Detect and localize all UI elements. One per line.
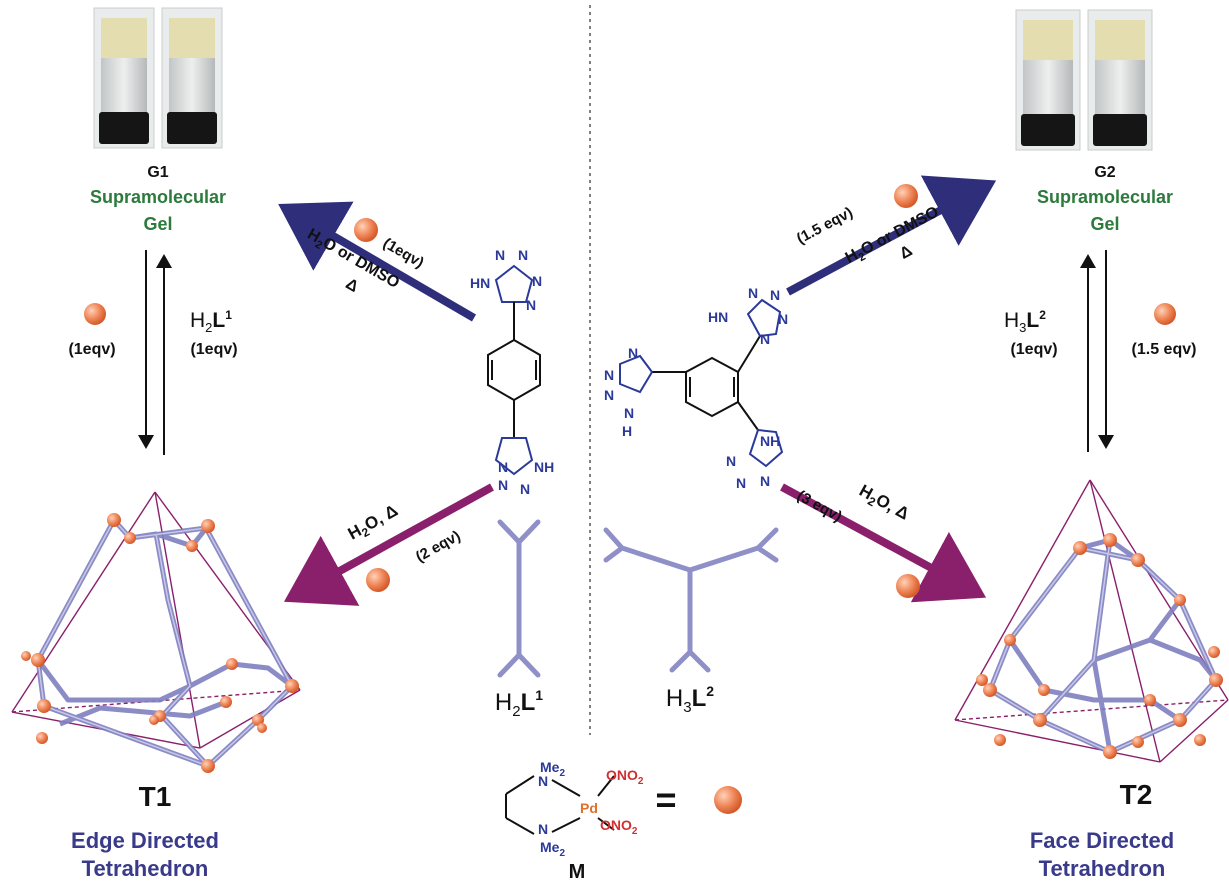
svg-text:N: N [760, 473, 770, 489]
ligand-l1-structure [487, 264, 541, 476]
right-eq-ligand-amount: (1eqv) [1010, 341, 1057, 358]
pd-ball-icon [894, 184, 918, 208]
left-eq-ligand: H2L1 [190, 308, 232, 335]
svg-text:N: N [498, 459, 508, 475]
g2-label: G2 [1094, 164, 1115, 181]
ligand-l2-cartoon [603, 527, 779, 673]
svg-text:N: N [518, 247, 528, 263]
pd-ball-icon [714, 786, 742, 814]
g1-label: G1 [147, 164, 168, 181]
arrow-to-g1-labels: (1eqv) H2O or DMSO Δ [304, 226, 426, 296]
svg-text:N: N [624, 405, 634, 421]
svg-text:N: N [498, 477, 508, 493]
arrow-to-g2 [786, 175, 997, 296]
vial-icon [1093, 20, 1147, 146]
left-equilibrium-arrows [138, 250, 172, 455]
svg-text:Δ: Δ [343, 276, 361, 296]
svg-text:HN: HN [470, 275, 490, 291]
svg-text:Pd: Pd [580, 800, 598, 816]
svg-text:ONO2: ONO2 [600, 817, 638, 837]
svg-text:N: N [770, 287, 780, 303]
ligand-l1-atoms: N N N N HN N NH N N [470, 247, 554, 497]
svg-text:NH: NH [534, 459, 554, 475]
vial-icon [99, 18, 149, 144]
svg-text:Δ: Δ [897, 242, 915, 262]
svg-text:H2O or DMSO: H2O or DMSO [843, 204, 943, 270]
svg-text:NH: NH [760, 433, 780, 449]
t1-cage-model [11, 491, 301, 773]
g2-name-line2: Gel [1090, 214, 1119, 234]
gel-photo-g2 [1015, 9, 1153, 151]
svg-text:Me2: Me2 [540, 839, 565, 859]
left-eq-ligand-amount: (1eqv) [190, 341, 237, 358]
g1-name-line2: Gel [143, 214, 172, 234]
pd-ball-icon [84, 303, 106, 325]
svg-text:N: N [604, 367, 614, 383]
right-eq-ligand: H3L2 [1004, 308, 1046, 335]
pd-ball-icon [354, 218, 378, 242]
t1-name-line2: Tetrahedron [82, 856, 209, 881]
g2-name-line1: Supramolecular [1037, 187, 1173, 207]
svg-text:Me2: Me2 [540, 759, 565, 779]
vial-icon [167, 18, 217, 144]
pd-ball-icon [896, 574, 920, 598]
svg-text:N: N [726, 453, 736, 469]
vial-icon [1021, 20, 1075, 146]
ligand-l1-label: H2L1 [495, 687, 543, 720]
gel-photo-g1 [93, 7, 223, 149]
complex-equals: = [655, 779, 676, 820]
arrow-to-g1 [278, 201, 477, 322]
t1-name-line1: Edge Directed [71, 828, 219, 853]
pd-complex-atoms: Me2 N Pd N Me2 ONO2 ONO2 [538, 759, 644, 859]
svg-text:N: N [748, 285, 758, 301]
t1-label: T1 [139, 781, 172, 812]
svg-text:(2 eqv): (2 eqv) [413, 527, 464, 565]
svg-text:H: H [622, 423, 632, 439]
svg-text:N: N [736, 475, 746, 491]
left-eq-pd-amount: (1eqv) [68, 341, 115, 358]
svg-text:HN: HN [708, 309, 728, 325]
complex-label: M [569, 861, 586, 883]
svg-text:(3 eqv): (3 eqv) [794, 487, 845, 525]
ligand-l2-atoms: N N N N HN N N N N H NH N N N [604, 285, 788, 491]
svg-text:N: N [520, 481, 530, 497]
arrow-to-t2 [780, 483, 987, 603]
svg-text:N: N [538, 773, 548, 789]
t2-name-line1: Face Directed [1030, 828, 1174, 853]
t2-name-line2: Tetrahedron [1039, 856, 1166, 881]
t2-label: T2 [1120, 779, 1153, 810]
right-equilibrium-arrows [1080, 250, 1114, 452]
svg-text:N: N [538, 821, 548, 837]
svg-text:ONO2: ONO2 [606, 767, 644, 787]
pd-ball-icon [1154, 303, 1176, 325]
svg-text:N: N [532, 273, 542, 289]
g1-name-line1: Supramolecular [90, 187, 226, 207]
arrow-to-t1 [283, 483, 494, 606]
svg-text:H2O, Δ: H2O, Δ [855, 481, 913, 526]
t2-cage-model [954, 479, 1229, 763]
pd-ball-icon [366, 568, 390, 592]
ligand-l2-structure [619, 298, 784, 468]
svg-text:N: N [778, 311, 788, 327]
svg-text:N: N [628, 345, 638, 361]
right-eq-pd-amount: (1.5 eqv) [1132, 341, 1197, 358]
pd-complex-structure [505, 775, 615, 835]
svg-text:(1.5 eqv): (1.5 eqv) [794, 204, 856, 248]
ligand-l1-cartoon [497, 519, 541, 678]
arrow-to-g2-labels: (1.5 eqv) H2O or DMSO Δ [794, 204, 943, 270]
ligand-l2-label: H3L2 [666, 683, 714, 716]
svg-text:N: N [526, 297, 536, 313]
arrow-to-t2-labels: H2O, Δ (3 eqv) [794, 481, 913, 526]
svg-text:N: N [760, 331, 770, 347]
svg-text:N: N [604, 387, 614, 403]
svg-text:N: N [495, 247, 505, 263]
